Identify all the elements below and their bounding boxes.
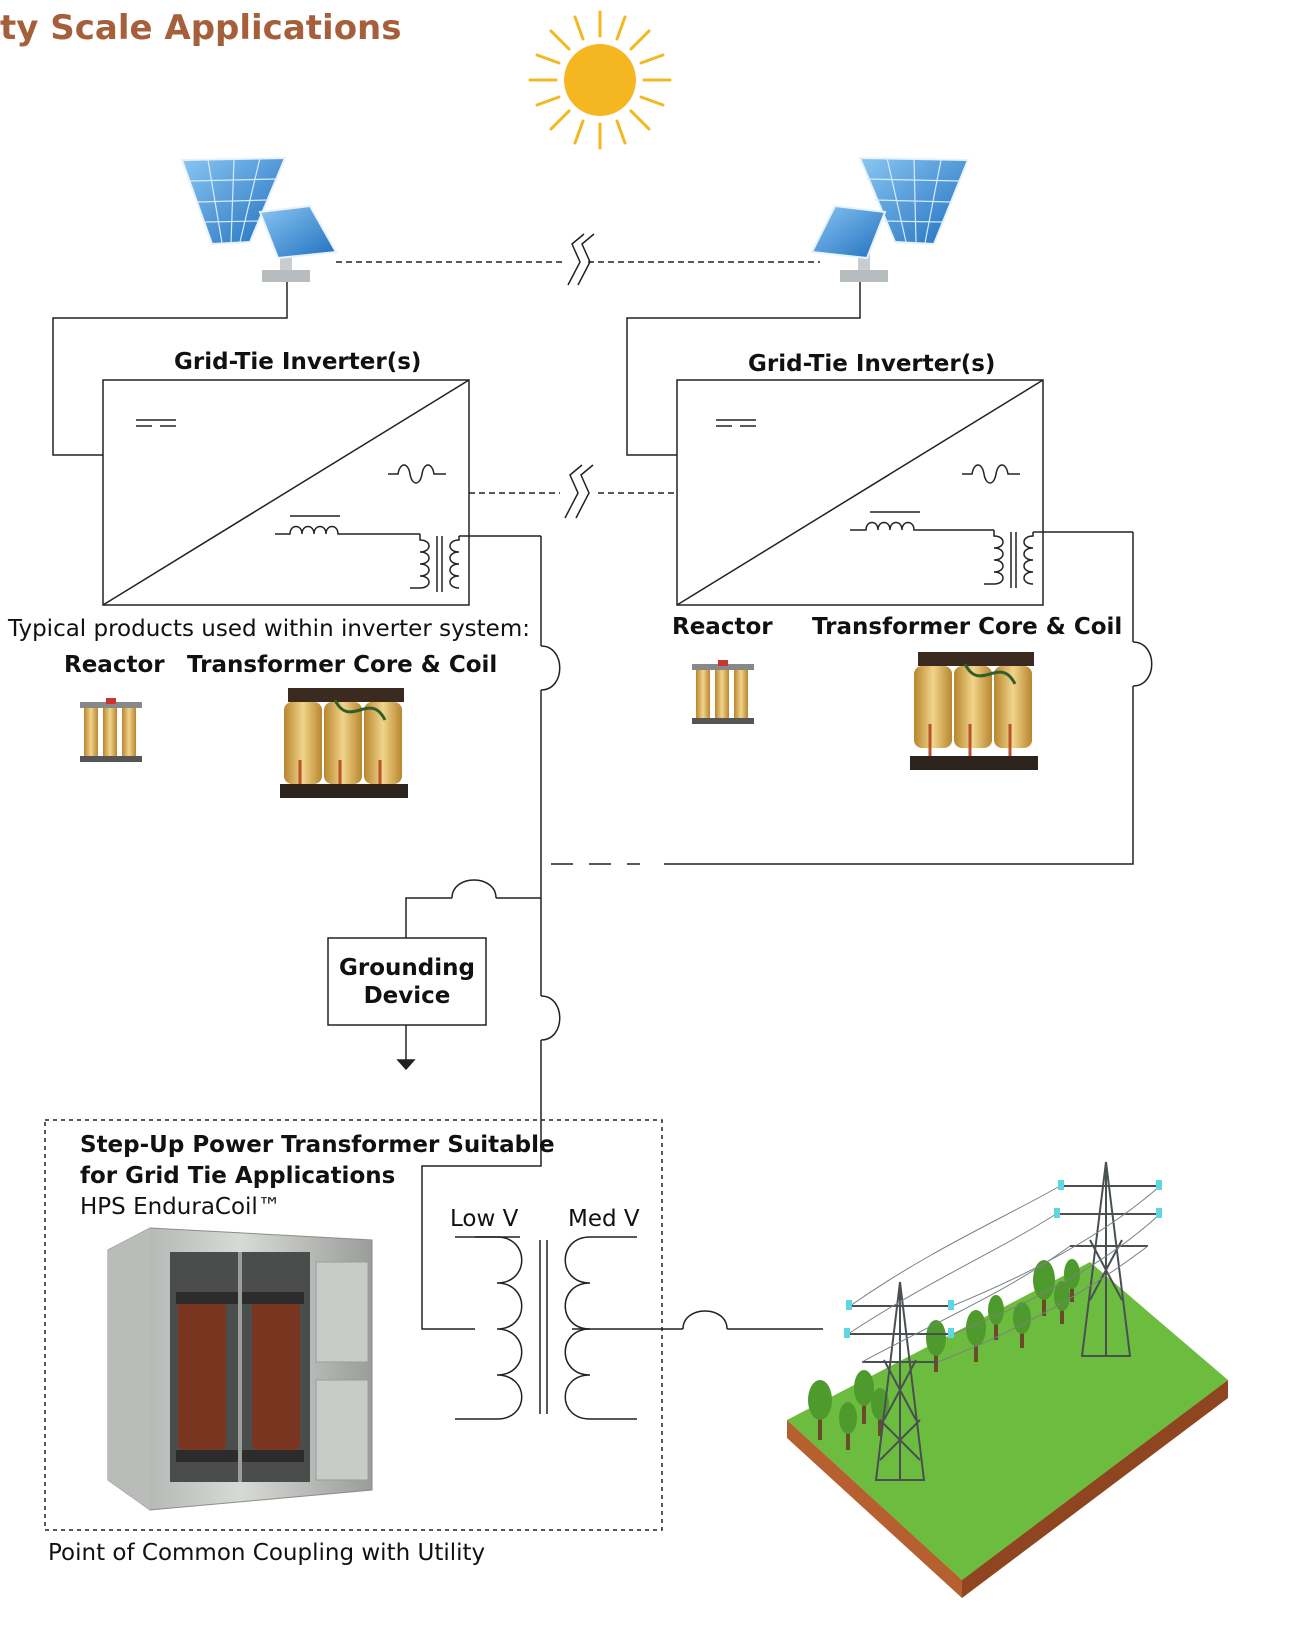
grounding-device-label: Grounding Device xyxy=(328,955,486,1009)
solar-panel-left-icon xyxy=(180,156,338,282)
inverter-link xyxy=(469,464,677,519)
utility-grid-icon xyxy=(787,1161,1228,1598)
enduracoil-cabinet-icon xyxy=(107,1227,373,1511)
pcc-label: Point of Common Coupling with Utility xyxy=(48,1540,486,1566)
grounding-device-line2: Device xyxy=(363,983,451,1009)
stepup-title-line2: for Grid Tie Applications xyxy=(80,1163,396,1189)
stepup-transformer-symbol xyxy=(455,1236,823,1420)
typical-products-note: Typical products used within inverter sy… xyxy=(8,616,530,642)
reactor-right-label: Reactor xyxy=(672,614,773,640)
inverter-right xyxy=(676,379,1133,606)
stepup-product-name: HPS EnduraCoil™ xyxy=(80,1194,281,1220)
pcc-boundary xyxy=(44,1119,663,1531)
reactor-right-icon xyxy=(692,660,754,724)
solar-panel-right-icon xyxy=(810,156,970,282)
stepup-title-line1: Step-Up Power Transformer Suitable xyxy=(80,1132,555,1158)
transformer-left-label: Transformer Core & Coil xyxy=(187,652,498,678)
medium-voltage-label: Med V xyxy=(568,1206,640,1232)
transformer-core-coil-left-icon xyxy=(280,688,408,798)
sun-icon xyxy=(528,10,672,150)
panel-array-link xyxy=(336,233,820,286)
transformer-right-label: Transformer Core & Coil xyxy=(812,614,1123,640)
inverter-left xyxy=(102,379,541,606)
ac-bus xyxy=(396,532,1153,1330)
reactor-left-icon xyxy=(80,698,142,762)
inverter-left-title: Grid-Tie Inverter(s) xyxy=(174,349,422,375)
grounding-device-box xyxy=(327,937,487,1026)
page-title: ty Scale Applications xyxy=(0,8,402,48)
grounding-device-line1: Grounding xyxy=(339,955,475,981)
transformer-core-coil-right-icon xyxy=(910,652,1038,770)
inverter-right-title: Grid-Tie Inverter(s) xyxy=(748,351,996,377)
reactor-left-label: Reactor xyxy=(64,652,165,678)
dc-wiring xyxy=(52,282,861,456)
low-voltage-label: Low V xyxy=(450,1206,519,1232)
